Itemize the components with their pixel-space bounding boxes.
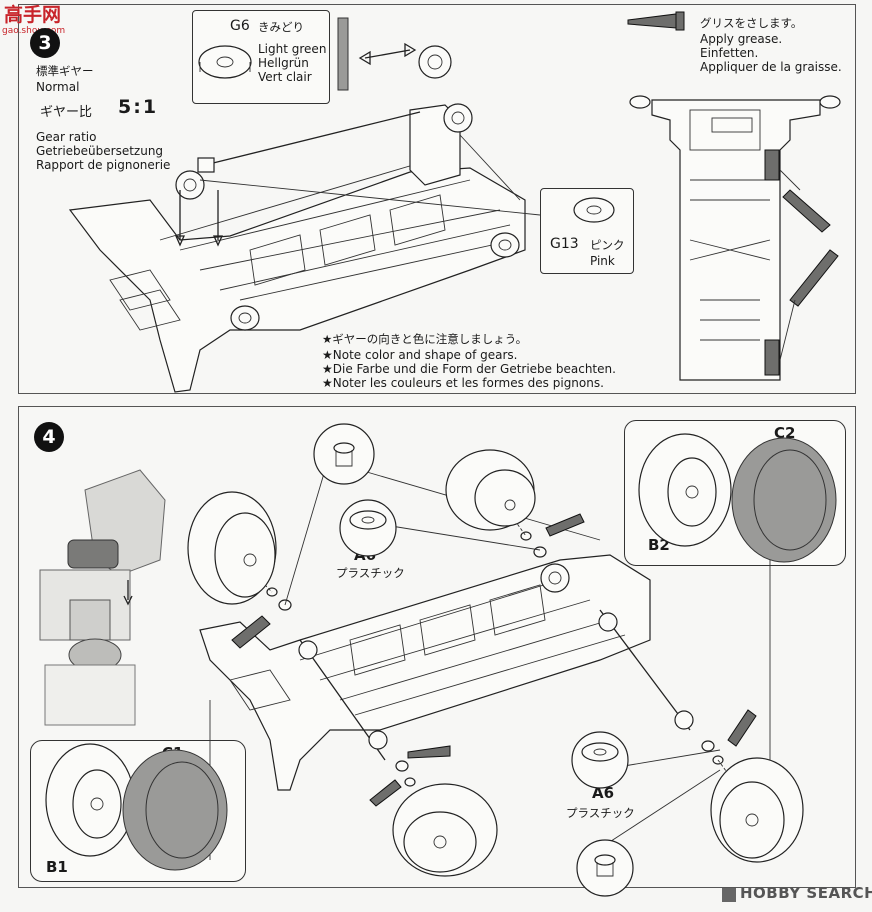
g13-code: G13 <box>550 236 579 252</box>
grease-tube-icon <box>627 11 685 31</box>
g6-color-en: Light green <box>258 42 327 56</box>
hobbysearch-logo: HOBBY SEARCH <box>740 884 872 902</box>
a6-bottom-material: プラスチック <box>566 806 635 820</box>
g6-color-jp: きみどり <box>258 20 304 34</box>
g6-color-fr: Vert clair <box>258 70 312 84</box>
chassis-iso-step3 <box>68 42 541 393</box>
grease-de: Einfetten. <box>700 46 759 60</box>
a6-top-material: プラスチック <box>336 566 405 580</box>
grease-fr: Appliquer de la graisse. <box>700 60 842 74</box>
wheel-rear-left <box>445 449 536 531</box>
grease-jp: グリスをさします。 <box>700 16 803 30</box>
wheel-front-right <box>392 783 498 877</box>
chassis-iso-step4 <box>199 469 771 860</box>
note-fr: ★Noter les couleurs et les formes des pi… <box>322 376 604 390</box>
gear-ratio-de: Getriebeübersetzung <box>36 144 164 158</box>
g13-gear-icon <box>573 197 615 223</box>
grease-en: Apply grease. <box>700 32 783 46</box>
hand-illustration <box>39 469 166 726</box>
wheel-front-left <box>187 491 277 605</box>
gear-ratio-en: Gear ratio <box>36 130 97 144</box>
step4-number: 4 <box>34 422 64 452</box>
c1-tire-icon <box>122 749 228 871</box>
a6-bushing-mid-icon <box>339 499 397 557</box>
gear-normal-en: Normal <box>36 80 80 94</box>
hobbysearch-logo-mark <box>722 888 736 902</box>
gear-ratio-jp: ギヤー比 <box>40 105 93 120</box>
g13-color-jp: ピンク <box>590 238 625 252</box>
g6-code: G6 <box>230 18 250 34</box>
a6-bushing-top-icon <box>313 423 375 485</box>
watermark-logo: 高手网 <box>4 4 62 26</box>
b1-label: B1 <box>46 858 68 876</box>
b1-wheel-icon <box>45 743 135 857</box>
gear-ratio-fr: Rapport de pignonerie <box>36 158 171 172</box>
step3-number: 3 <box>30 28 60 58</box>
note-en: ★Note color and shape of gears. <box>322 348 518 362</box>
gear-normal-jp: 標準ギヤー <box>36 64 94 78</box>
gear-ratio-value: 5:1 <box>118 96 159 118</box>
b2-wheel-icon <box>638 433 732 547</box>
c2-label: C2 <box>774 424 796 442</box>
a6-bottom-code: A6 <box>592 784 615 802</box>
wheel-rear-right <box>710 757 804 863</box>
note-jp: ★ギヤーの向きと色に注意しましょう。 <box>322 332 528 346</box>
g13-color-en: Pink <box>590 254 615 268</box>
note-de: ★Die Farbe und die Form der Getriebe bea… <box>322 362 616 376</box>
a6-bushing-bottom-icon <box>571 731 629 789</box>
watermark-url: gao.shou.com <box>2 26 66 36</box>
g6-color-de: Hellgrün <box>258 56 309 70</box>
a6-cup-bottom-icon <box>576 839 634 897</box>
chassis-top-view <box>629 95 841 381</box>
grease-tubes-step4 <box>231 513 757 807</box>
c2-tire-icon <box>731 437 837 563</box>
g6-gear-icon <box>198 17 349 91</box>
